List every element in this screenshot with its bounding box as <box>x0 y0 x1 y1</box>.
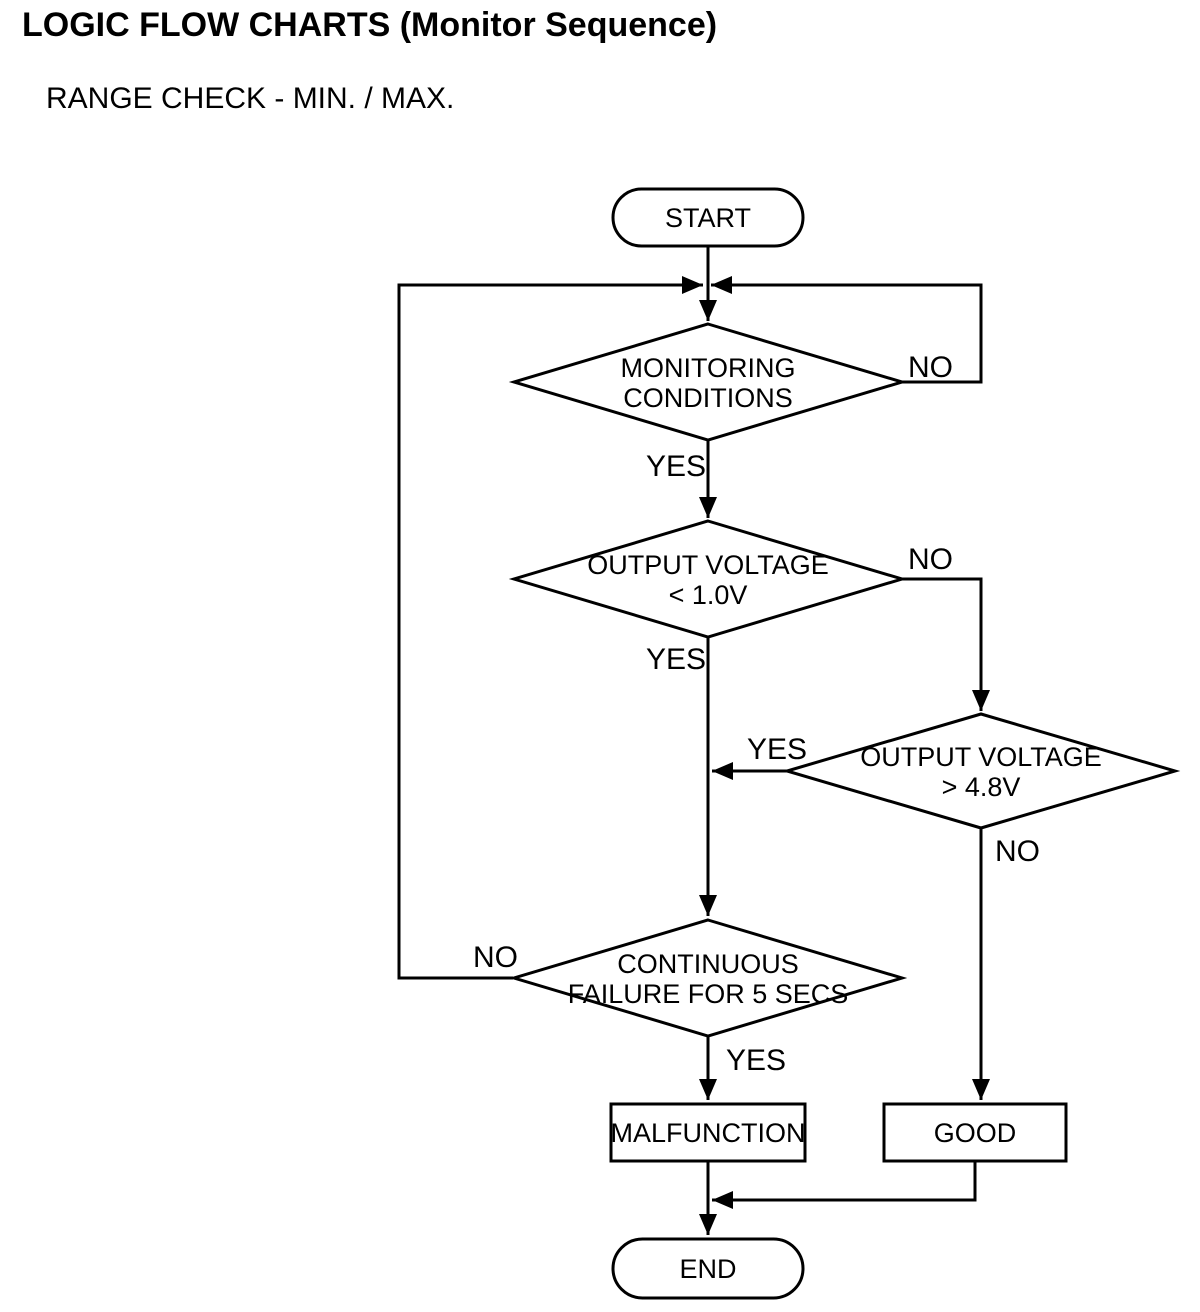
malfunction-label: MALFUNCTION <box>611 1118 806 1148</box>
voltage-high-label-line1: OUTPUT VOLTAGE <box>860 742 1102 772</box>
monitoring-label-line2: CONDITIONS <box>623 383 793 413</box>
voltage-low-label-line2: < 1.0V <box>669 580 748 610</box>
voltage-low-label-line1: OUTPUT VOLTAGE <box>587 550 829 580</box>
edge-monitoring-no-loop <box>711 276 983 384</box>
edge-voltage-low-no <box>902 577 990 711</box>
node-end <box>611 1237 805 1300</box>
voltage-low-no-label: NO <box>908 543 953 576</box>
node-output-voltage-high <box>781 712 1181 830</box>
end-label: END <box>679 1254 736 1284</box>
edge-good-join <box>712 1161 977 1209</box>
voltage-high-yes-label: YES <box>747 733 807 766</box>
node-output-voltage-low <box>508 519 908 639</box>
start-label: START <box>665 203 751 233</box>
voltage-low-yes-label: YES <box>646 643 706 676</box>
continuous-failure-no-label: NO <box>473 941 518 974</box>
continuous-failure-yes-label: YES <box>726 1044 786 1077</box>
voltage-high-no-label: NO <box>995 835 1040 868</box>
monitoring-label-line1: MONITORING <box>621 353 796 383</box>
good-label: GOOD <box>934 1118 1017 1148</box>
section-subtitle: RANGE CHECK - MIN. / MAX. <box>46 82 455 115</box>
continuous-failure-label-line2: FAILURE FOR 5 SECS <box>568 979 849 1009</box>
monitoring-no-label: NO <box>908 351 953 384</box>
node-good <box>882 1102 1068 1163</box>
node-start <box>611 187 805 248</box>
edge-continuous-failure-no-loop <box>397 276 703 980</box>
node-continuous-failure <box>508 918 908 1038</box>
continuous-failure-label-line1: CONTINUOUS <box>617 949 799 979</box>
monitoring-yes-label: YES <box>646 450 706 483</box>
node-malfunction <box>609 1102 807 1163</box>
node-monitoring-conditions <box>508 322 908 442</box>
voltage-high-label-line2: > 4.8V <box>942 772 1021 802</box>
page-title: LOGIC FLOW CHARTS (Monitor Sequence) <box>22 6 718 44</box>
